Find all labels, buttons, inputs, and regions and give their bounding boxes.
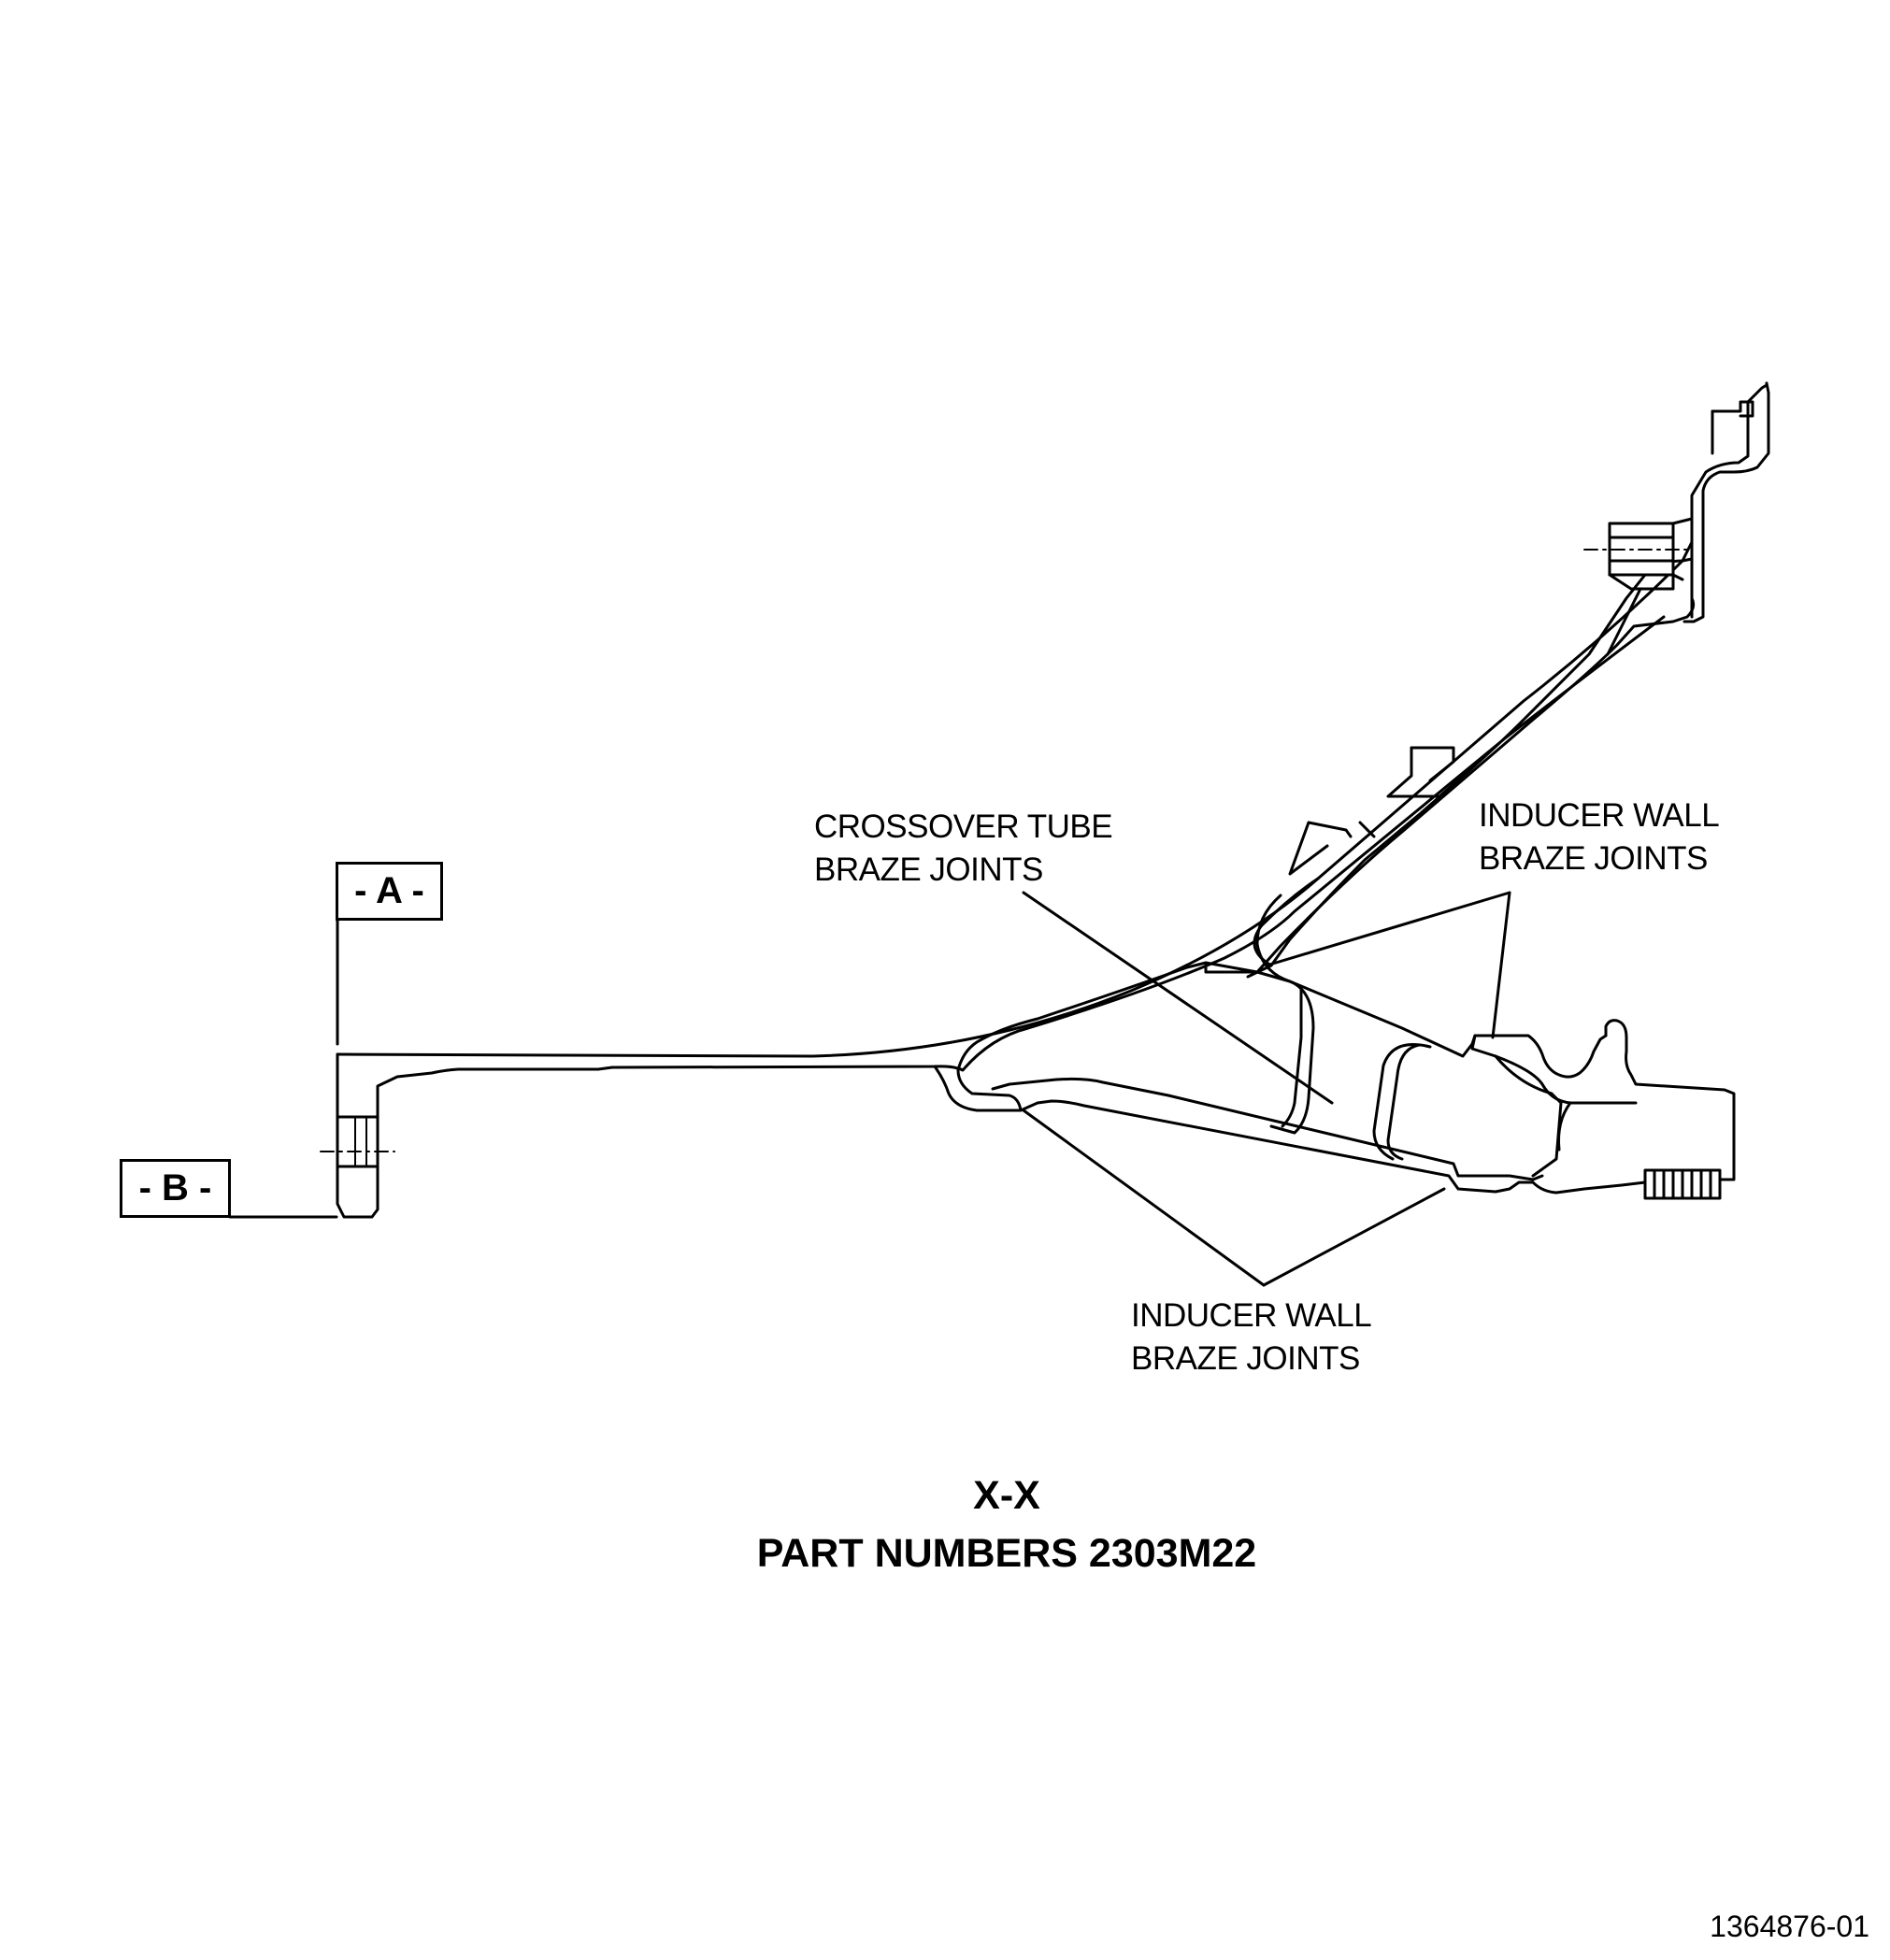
- view-title: X-X: [973, 1473, 1040, 1518]
- upper-arm-outer: [1269, 381, 1768, 967]
- top-bracket: [1682, 381, 1770, 623]
- callout-crossover-line-1: CROSSOVER TUBE: [814, 808, 1113, 845]
- stiffener-lower: [1288, 821, 1329, 876]
- callout-inducer-upper-line-2: BRAZE JOINTS: [1479, 840, 1708, 877]
- part-numbers-title: PART NUMBERS 2303M22: [756, 1531, 1257, 1576]
- datum-a-label: - A -: [354, 870, 424, 911]
- outer-wall: [336, 540, 1694, 1058]
- inducer-lower-leader-2: [1262, 1187, 1446, 1287]
- datum-a-box: - A -: [336, 862, 443, 921]
- datum-b-label: - B -: [138, 1167, 212, 1209]
- callout-inducer-upper-line-1: INDUCER WALL: [1479, 797, 1720, 834]
- callout-inducer-lower-line-1: INDUCER WALL: [1131, 1297, 1372, 1334]
- crossover-leader: [1022, 891, 1334, 1105]
- callout-crossover-tube: CROSSOVER TUBE BRAZE JOINTS: [814, 806, 1113, 892]
- left-flange-outline: [336, 1052, 614, 1219]
- stiffener-upper: [1386, 746, 1465, 798]
- inducer-upper-wall: [1204, 961, 1608, 1079]
- crossover-tube-left: [1269, 980, 1315, 1135]
- callout-inducer-lower-line-2: BRAZE JOINTS: [1131, 1340, 1360, 1377]
- right-flange: [1604, 1019, 1731, 1094]
- inducer-upper-leader-1: [1265, 891, 1511, 967]
- callout-crossover-line-2: BRAZE JOINTS: [814, 851, 1043, 888]
- callout-inducer-upper: INDUCER WALL BRAZE JOINTS: [1479, 794, 1720, 880]
- document-number: 1364876-01: [1710, 1910, 1869, 1943]
- inducer-bulb: [933, 961, 1259, 1112]
- callout-inducer-lower: INDUCER WALL BRAZE JOINTS: [1131, 1295, 1372, 1381]
- crossover-tube-right: [1372, 1043, 1432, 1161]
- inducer-lower-leader-1: [1022, 1109, 1266, 1287]
- datum-b-box: - B -: [120, 1159, 231, 1218]
- inducer-upper-leader-2: [1491, 891, 1511, 1039]
- inducer-lower-wall: [1019, 1090, 1736, 1195]
